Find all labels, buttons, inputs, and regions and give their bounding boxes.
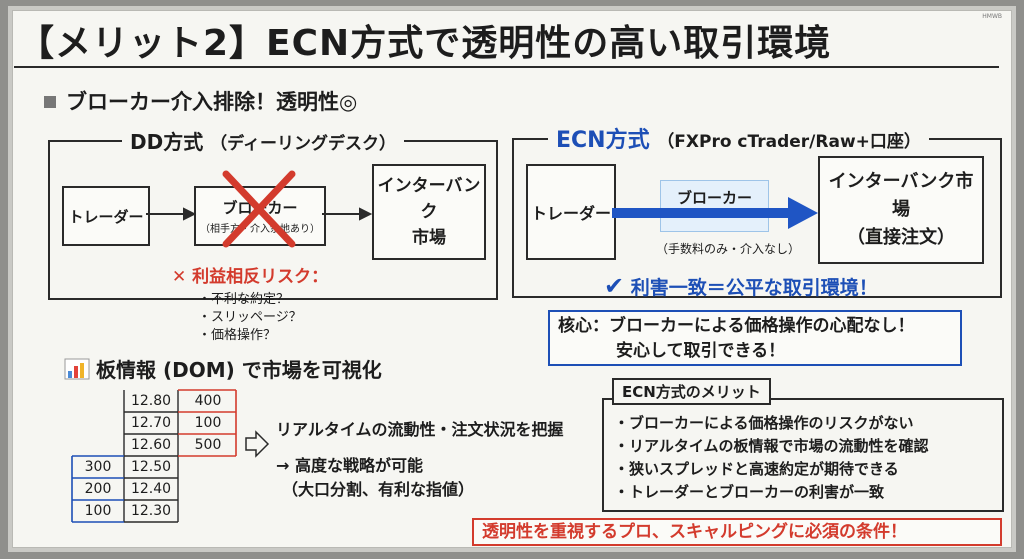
bid-price: 12.50 <box>130 459 172 475</box>
subtitle-text: ブローカー介入排除！透明性◎ <box>66 90 358 114</box>
ecn-arrow-head <box>788 197 818 229</box>
bid-price: 12.40 <box>130 481 172 497</box>
dd-market-line1: インターバンク <box>377 176 481 222</box>
risk-item: ・価格操作？ <box>198 328 277 343</box>
ecn-heading-sub: （FXPro cTrader/Raw+口座） <box>657 132 921 152</box>
ecn-market-line1: インターバンク市場 <box>828 171 974 220</box>
dd-market-line2: 市場 <box>412 228 446 248</box>
red-x-icon: ✕ <box>172 267 187 287</box>
ask-size: 100 <box>194 415 222 431</box>
bid-size: 300 <box>84 459 112 475</box>
dd-trader-label: トレーダー <box>68 207 144 226</box>
ecn-market-line2: （直接注文） <box>847 227 955 248</box>
merit-item: ・狭いスプレッドと高速約定が期待できる <box>614 460 899 478</box>
page-title: 【メリット2】ECN方式で透明性の高い取引環境 <box>18 23 832 64</box>
bid-size: 100 <box>84 503 112 519</box>
ask-size: 400 <box>194 393 222 409</box>
dom-desc-1: リアルタイムの流動性・注文状況を把握 <box>276 420 564 439</box>
broker-cross-icon <box>222 170 296 248</box>
bid-side-lines <box>71 455 124 523</box>
dd-heading-sub: （ディーリングデスク） <box>210 134 396 154</box>
title-underline <box>14 66 999 68</box>
ecn-heading: ECN方式 （FXPro cTrader/Raw+口座） <box>548 122 929 154</box>
subtitle: ブローカー介入排除！透明性◎ <box>44 86 357 116</box>
bar-chart-icon <box>64 358 90 380</box>
board-tag: HMWB <box>982 13 1002 20</box>
dd-broker-note: （相手方・介入余地あり） <box>200 224 320 235</box>
dd-broker-box: ブローカー （相手方・介入余地あり） <box>194 186 326 246</box>
dd-trader-box: トレーダー <box>62 186 150 246</box>
dom-desc-3: （大口分割、有利な指値） <box>282 480 475 499</box>
core-box: 核心：ブローカーによる価格操作の心配なし！ 安心して取引できる！ <box>548 310 962 366</box>
ask-size: 500 <box>194 437 222 453</box>
check-text: 利害一致＝公平な取引環境！ <box>630 277 878 299</box>
ecn-trader-label: トレーダー <box>530 204 611 223</box>
bottom-banner: 透明性を重視するプロ、スキャルピングに必須の条件！ <box>472 518 1002 546</box>
merit-item: ・ブローカーによる価格操作のリスクがない <box>614 414 914 432</box>
ask-price: 12.70 <box>130 415 172 431</box>
bid-price: 12.30 <box>130 503 172 519</box>
dd-market-box: インターバンク 市場 <box>372 164 486 260</box>
dom-title: 板情報 (DOM) で市場を可視化 <box>96 358 382 382</box>
bid-size: 200 <box>84 481 112 497</box>
check-line: ✔ 利害一致＝公平な取引環境！ <box>604 272 878 300</box>
ecn-heading-main: ECN方式 <box>556 128 650 153</box>
merit-item: ・トレーダーとブローカーの利害が一致 <box>614 483 885 501</box>
risk-item: ・スリッページ？ <box>198 310 302 325</box>
check-icon: ✔ <box>604 272 625 300</box>
core-line-2: 安心して取引できる！ <box>616 341 786 361</box>
ask-price: 12.80 <box>130 393 172 409</box>
risk-item: ・不利な約定？ <box>198 292 290 307</box>
ecn-broker-label: ブローカー <box>676 189 752 207</box>
dom-desc-2: → 高度な戦略が可能 <box>276 456 423 475</box>
ask-side-lines <box>178 389 237 457</box>
risk-title: 利益相反リスク： <box>192 267 329 287</box>
ask-price: 12.60 <box>130 437 172 453</box>
hollow-arrow-icon <box>245 430 270 458</box>
core-line-1: 核心：ブローカーによる価格操作の心配なし！ <box>558 316 915 336</box>
dom-heading: 板情報 (DOM) で市場を可視化 <box>64 354 382 383</box>
ecn-market-box: インターバンク市場 （直接注文） <box>818 156 984 264</box>
ecn-trader-box: トレーダー <box>526 164 616 260</box>
ecn-broker-note: （手数料のみ・介入なし） <box>656 242 801 256</box>
risk-heading: ✕ 利益相反リスク： <box>172 262 328 287</box>
dd-heading-main: DD方式 <box>130 130 204 154</box>
merits-title: ECN方式のメリット <box>612 378 771 405</box>
merit-item: ・リアルタイムの板情報で市場の流動性を確認 <box>614 437 929 455</box>
ecn-arrow-shaft <box>612 208 788 218</box>
dd-arrow-2 <box>322 207 373 221</box>
merits-box <box>602 398 1004 512</box>
dd-heading: DD方式 （ディーリングデスク） <box>122 126 404 155</box>
dd-arrow-1 <box>146 207 197 221</box>
square-bullet-icon <box>44 96 56 108</box>
ecn-broker-box: ブローカー <box>660 180 769 232</box>
